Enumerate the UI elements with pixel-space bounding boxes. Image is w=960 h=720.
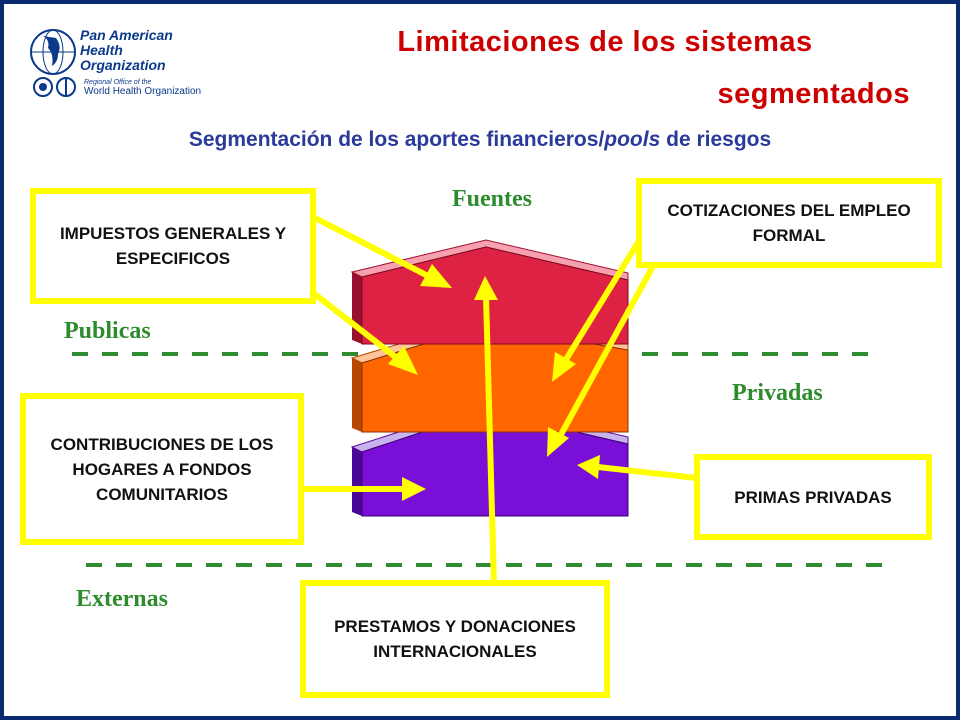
layer-middle (350, 317, 629, 433)
arrow-cotizaciones-middle (552, 233, 645, 382)
arrow-primas (577, 455, 699, 481)
arrow-cotizaciones-bottom (547, 265, 655, 457)
globe-icon (30, 29, 76, 75)
arrow-contribuciones (299, 477, 426, 501)
label-externas: Externas (76, 586, 168, 612)
paho-logo: Pan American Health Organization Regiona… (28, 26, 208, 102)
page-subtitle: Segmentación de los aportes financieros/… (30, 128, 930, 152)
logo-name-line: Health (80, 42, 123, 58)
logo-name-line: Pan American (80, 27, 173, 43)
logo-sub-line: Regional Office of the (84, 79, 152, 86)
label-fuentes: Fuentes (452, 186, 532, 212)
subtitle-text: de riesgos (660, 128, 772, 151)
arrow-impuestos-top (312, 215, 452, 288)
arrow-prestamos (474, 276, 498, 588)
page-title-line-2: segmentados (717, 78, 910, 110)
logo-sub-line: World Health Organization (84, 86, 202, 97)
label-privadas: Privadas (732, 380, 823, 406)
subtitle-text: Segmentación de los aportes financieros/ (188, 128, 605, 151)
emblems-icon (33, 77, 76, 97)
subtitle-italic: pools (604, 128, 661, 151)
logo-subtitle: Regional Office of the World Health Orga… (84, 78, 201, 97)
arrow-impuestos-middle (309, 289, 418, 375)
box-primas: PRIMAS PRIVADAS (694, 454, 932, 540)
box-impuestos: IMPUESTOS GENERALES Y ESPECIFICOS (30, 188, 316, 304)
logo-name: Pan American Health Organization (80, 28, 173, 73)
box-prestamos: PRESTAMOS Y DONACIONES INTERNACIONALES (300, 580, 610, 698)
logo-name-line: Organization (80, 57, 166, 73)
page-title-line-1: Limitaciones de los sistemas (397, 26, 813, 58)
box-cotizaciones: COTIZACIONES DEL EMPLEO FORMAL (636, 178, 942, 268)
label-publicas: Publicas (64, 318, 151, 344)
box-contribuciones: CONTRIBUCIONES DE LOS HOGARES A FONDOS C… (20, 393, 304, 545)
